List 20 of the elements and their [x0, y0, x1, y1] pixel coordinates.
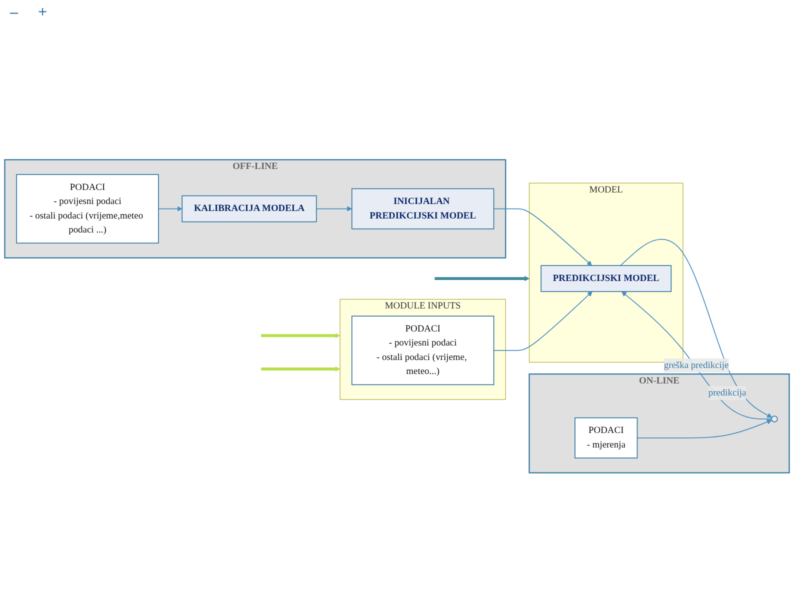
node-box: PODACI - povijesni podaci - ostali podaci (vrijeme,meteo podaci ...): [16, 174, 159, 244]
node-box: KALIBRACIJA MODELA: [182, 195, 317, 222]
arrow: [261, 332, 340, 338]
arrow: [493, 208, 592, 266]
arrow: [434, 276, 530, 281]
arrow: [158, 206, 182, 212]
sign-label: +: [38, 4, 48, 22]
arrow: [620, 238, 772, 418]
node-box: PODACI - povijesni podaci - ostali podaci (vrijeme, meteo...): [351, 315, 494, 385]
sign-label: –: [10, 4, 18, 22]
node-box: INICIJALAN PREDIKCIJSKI MODEL: [351, 188, 494, 230]
arrow: [316, 206, 352, 212]
edge-label: greška predikcije: [664, 360, 729, 370]
node-circle: [771, 415, 778, 422]
node-box: PODACI - mjerenja: [574, 417, 638, 458]
node-box: PREDIKCIJSKI MODEL: [540, 264, 672, 292]
arrow: [261, 366, 340, 372]
arrow: [493, 291, 592, 351]
arrow: [636, 419, 772, 438]
edge-label: predikcija: [708, 387, 746, 398]
